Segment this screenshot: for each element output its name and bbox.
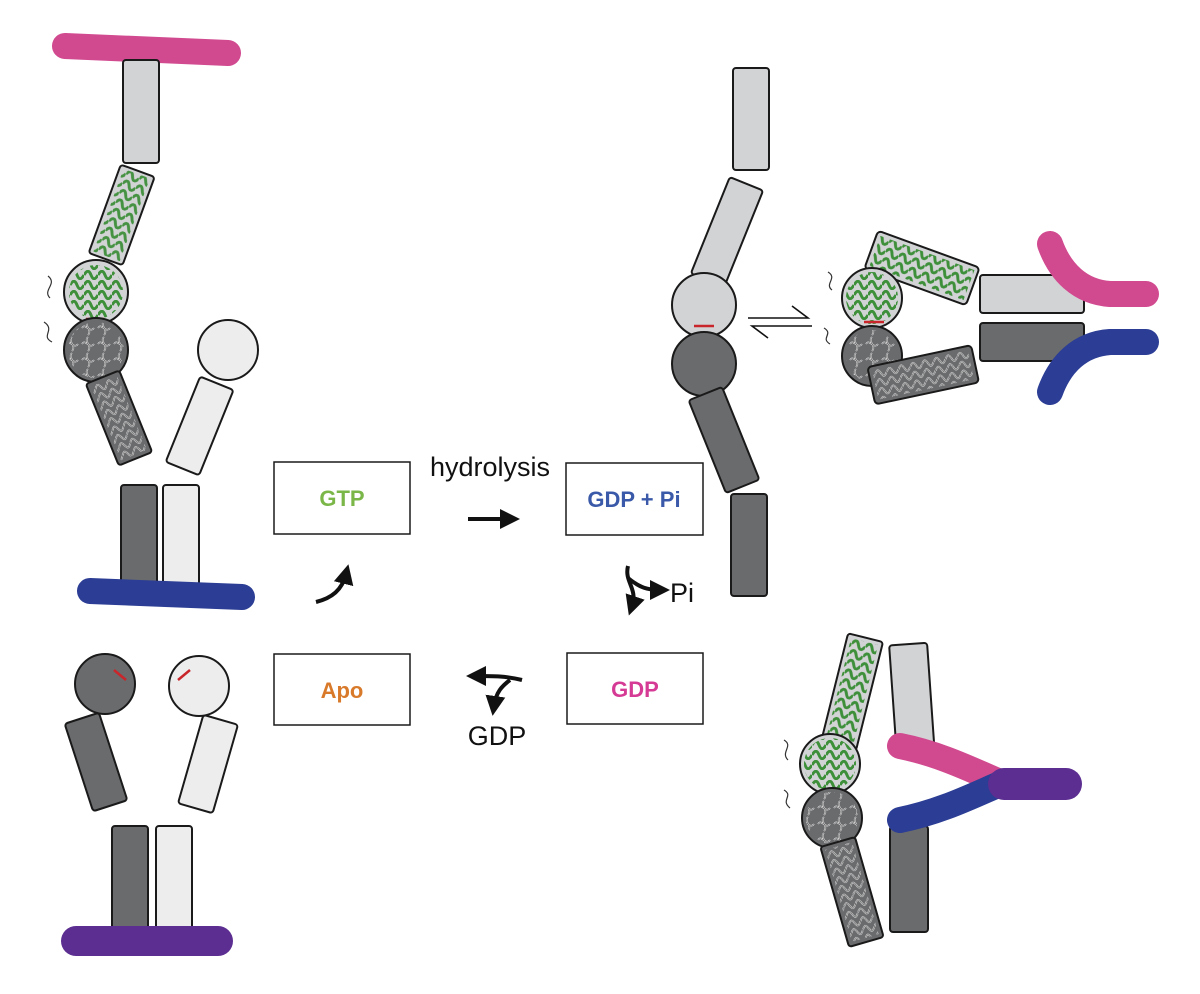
gtpase-domain-lighter — [197, 319, 259, 381]
gdp-bound-structure — [783, 632, 1082, 948]
equilibrium-arrows — [748, 305, 812, 339]
apo-gtpase-dark — [74, 653, 136, 715]
top-membrane-magenta — [52, 33, 241, 66]
gdp-pi-extended-structure — [671, 67, 770, 597]
helix-bundle-grey — [91, 375, 147, 461]
gdp-stalk-dark — [889, 825, 929, 933]
apo-helical-lighter — [177, 714, 239, 814]
stalk-domain-light-top — [122, 59, 160, 164]
gdp-pi-closed-structure — [823, 230, 1159, 405]
gdp-helix-grey — [825, 842, 879, 942]
apo-label: Apo — [321, 678, 364, 703]
gtp-label: GTP — [319, 486, 364, 511]
closed-membrane-magenta — [1037, 231, 1159, 307]
apo-stalk-dark — [111, 825, 149, 933]
ext-gtpase-light — [671, 272, 737, 338]
gdp-membrane-blue — [887, 771, 1013, 833]
pi-release-arrow-branch — [626, 576, 670, 600]
gdp-pi-label: GDP + Pi — [587, 487, 680, 512]
ext-stalk-dark — [730, 493, 768, 597]
open-dimer-structure — [43, 33, 259, 610]
helical-domain-lighter — [165, 376, 234, 476]
gdp-release-arrow-branch — [485, 678, 512, 716]
stalk-domain-lighter — [162, 484, 200, 590]
apo-stalk-lighter — [155, 825, 193, 933]
closed-membrane-blue — [1037, 329, 1159, 405]
state-apo-box: Apo — [273, 653, 411, 726]
closed-loop-squiggle — [823, 271, 833, 345]
pi-label: Pi — [670, 578, 694, 608]
gdp-release-label: GDP — [468, 721, 527, 751]
loop-squiggle — [43, 275, 53, 343]
apo-gtpase-lighter — [168, 655, 230, 717]
apo-dimer-structure — [61, 653, 239, 956]
ext-stalk-light — [732, 67, 770, 171]
apo-red-mark-left — [113, 669, 127, 681]
pi-release-arrow-down — [625, 565, 645, 616]
gdp-label: GDP — [611, 677, 659, 702]
bottom-membrane-blue — [77, 578, 255, 610]
hydrolysis-label: hydrolysis — [430, 452, 550, 482]
helix-bundle-green — [93, 168, 150, 262]
apo-helical-dark — [64, 712, 128, 812]
gdp-loop-squiggle — [783, 739, 791, 809]
stalk-domain-dark — [120, 484, 158, 590]
state-gdp-pi-box: GDP + Pi — [565, 462, 704, 536]
gdp-release-arrow-left — [466, 666, 523, 687]
gdp-gtpase-green — [804, 738, 856, 790]
apo-to-gtp-arrow — [315, 564, 354, 604]
closed-gtpase-green — [846, 272, 898, 324]
ext-helical-dark — [688, 386, 760, 494]
gdp-helix-green — [825, 638, 879, 746]
state-gtp-box: GTP — [273, 461, 411, 535]
gtpase-green-fold — [69, 265, 123, 319]
state-gdp-box: GDP — [566, 652, 704, 725]
gtpase-grey-fold — [68, 322, 124, 378]
closed-helix-grey — [872, 349, 975, 400]
apo-red-mark-right — [177, 669, 191, 681]
closed-helix-green — [869, 235, 975, 301]
ext-gtpase-dark — [671, 331, 737, 397]
ext-helical-light — [690, 176, 764, 288]
gdp-gtpase-grey — [806, 792, 858, 844]
